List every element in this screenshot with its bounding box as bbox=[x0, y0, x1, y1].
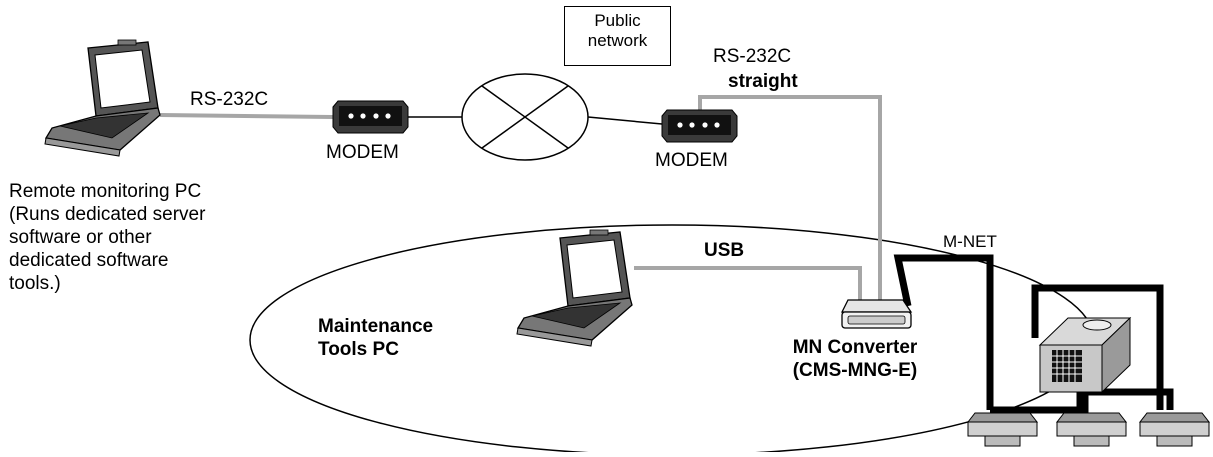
maintenance-line2: Tools PC bbox=[318, 339, 399, 360]
mnet-wiring bbox=[893, 254, 1174, 414]
outdoor-unit-device bbox=[1038, 316, 1132, 394]
public-network-node bbox=[461, 73, 589, 161]
usb-label: USB bbox=[704, 240, 745, 261]
rs232c-left-label: RS-232C bbox=[190, 89, 269, 110]
public-network-label-line1: Public bbox=[594, 11, 641, 30]
modem-right bbox=[661, 109, 738, 143]
usb-cable bbox=[634, 266, 862, 300]
modem-left-label: MODEM bbox=[326, 142, 399, 163]
rs232c-right-label: RS-232C bbox=[713, 46, 792, 67]
remote-pc-line2: (Runs dedicated server bbox=[9, 204, 206, 225]
rs232c-left-cable bbox=[159, 113, 334, 119]
remote-pc-line4: dedicated software bbox=[9, 250, 169, 271]
controller-unit-3 bbox=[1138, 412, 1211, 447]
network-to-modem-link bbox=[587, 116, 663, 125]
mn-converter-line1: MN Converter bbox=[792, 337, 918, 358]
remote-monitoring-pc-label: Remote monitoring PC (Runs dedicated ser… bbox=[9, 180, 205, 295]
maintenance-tools-pc-label: Maintenance Tools PC bbox=[318, 315, 433, 361]
mn-converter-device bbox=[840, 299, 913, 329]
mnet-label: M-NET bbox=[943, 232, 997, 251]
mn-converter-line2: (CMS-MNG-E) bbox=[792, 360, 918, 381]
public-network-label-box: Public network bbox=[564, 6, 671, 66]
modem-left bbox=[332, 100, 409, 134]
remote-pc-line3: software or other bbox=[9, 227, 152, 248]
mn-converter-label: MN Converter (CMS-MNG-E) bbox=[750, 336, 960, 382]
maintenance-laptop-icon bbox=[516, 229, 633, 347]
modem-right-label: MODEM bbox=[655, 150, 728, 171]
controller-unit-2 bbox=[1055, 412, 1128, 447]
controller-unit-1 bbox=[966, 412, 1039, 447]
rs232c-right-cable bbox=[698, 95, 882, 300]
remote-pc-line5: tools.) bbox=[9, 273, 61, 294]
maintenance-line1: Maintenance bbox=[318, 316, 434, 337]
remote-pc-line1: Remote monitoring PC bbox=[9, 181, 202, 202]
straight-label: straight bbox=[728, 71, 798, 92]
public-network-label-line2: network bbox=[587, 31, 648, 50]
remote-laptop-icon bbox=[44, 39, 161, 157]
